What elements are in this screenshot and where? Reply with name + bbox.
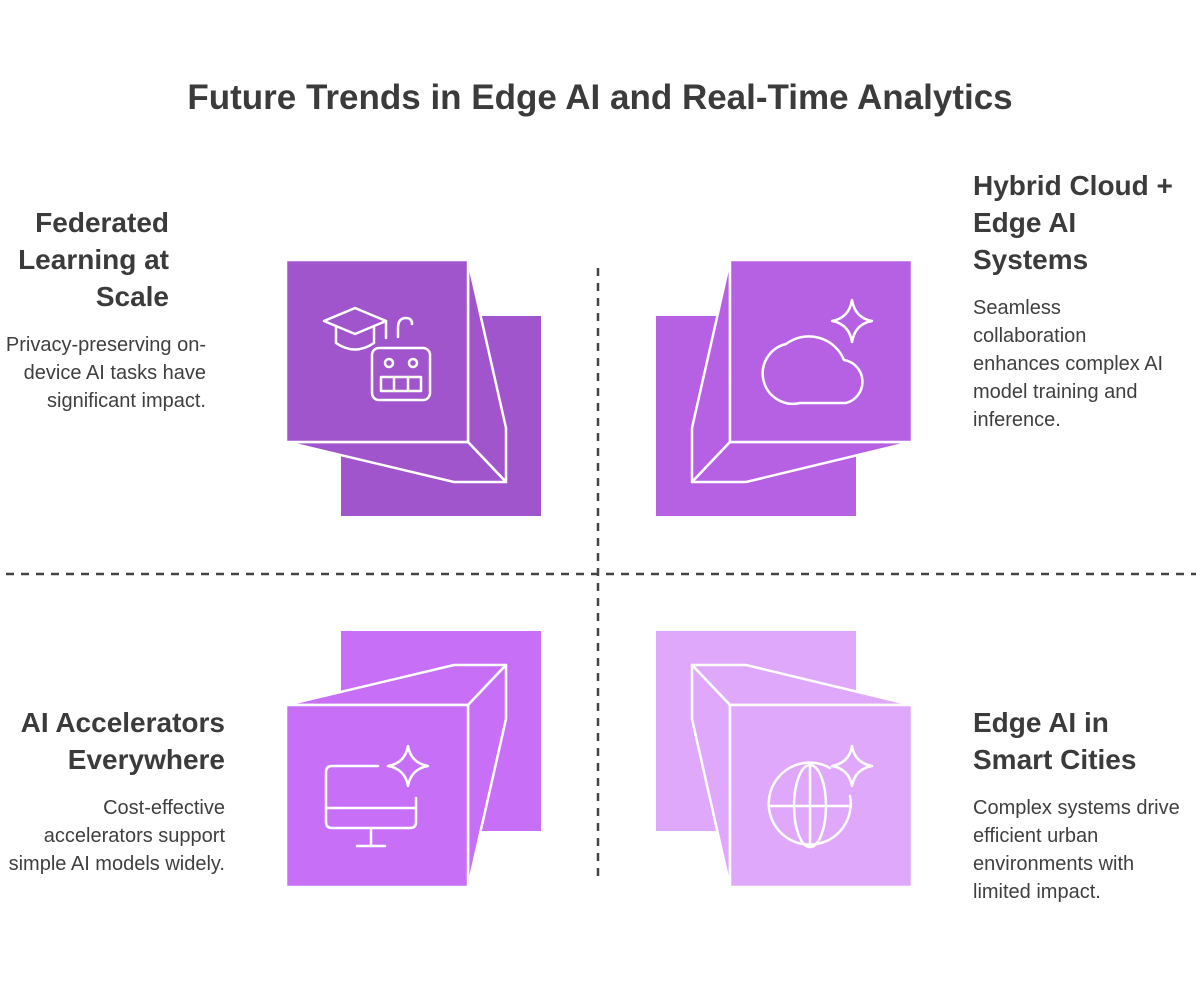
title-line: Learning at [18,244,169,275]
cube-bottom-left [284,631,541,889]
quadrant-description: Privacy-preserving on-device AI tasks ha… [5,334,206,412]
quadrant-title: Federated Learning at Scale [0,204,169,315]
globe-sparkle-icon [767,744,874,849]
title-line: Scale [95,281,169,312]
quadrant-title: AI Accelerators Everywhere [0,704,225,778]
cube-top-left [284,258,541,516]
title-line: Edge AI in [973,707,1109,738]
cube-top-right [656,258,914,516]
cloud-sparkle-icon [761,298,874,406]
title-line: AI Accelerators [20,707,225,738]
title-line: Smart Cities [973,744,1137,775]
title-line: Everywhere [67,744,225,775]
quadrant-bottom-left: AI Accelerators Everywhere Cost-effectiv… [0,704,225,878]
cube-bottom-right [656,631,914,889]
quadrant-description: Seamless collaboration enhances complex … [973,297,1164,431]
title-line: Systems [973,244,1089,275]
quadrant-top-right: Hybrid Cloud + Edge AI Systems Seamless … [973,167,1188,434]
graduation-cap-robot-icon [322,306,432,402]
monitor-sparkle-icon [324,744,430,848]
quadrant-title: Hybrid Cloud + Edge AI Systems [973,167,1188,278]
page-title: Future Trends in Edge AI and Real-Time A… [187,78,1013,117]
quadrant-description: Cost-effective accelerators support simp… [8,797,225,875]
title-line: Edge AI [973,207,1077,238]
title-line: Federated [35,207,169,238]
quadrant-description: Complex systems drive efficient urban en… [973,797,1180,903]
quadrant-title: Edge AI in Smart Cities [973,704,1188,778]
quadrant-bottom-right: Edge AI in Smart Cities Complex systems … [973,704,1188,906]
title-line: Hybrid Cloud + [973,170,1173,201]
quadrant-top-left: Federated Learning at Scale Privacy-pres… [0,204,206,415]
